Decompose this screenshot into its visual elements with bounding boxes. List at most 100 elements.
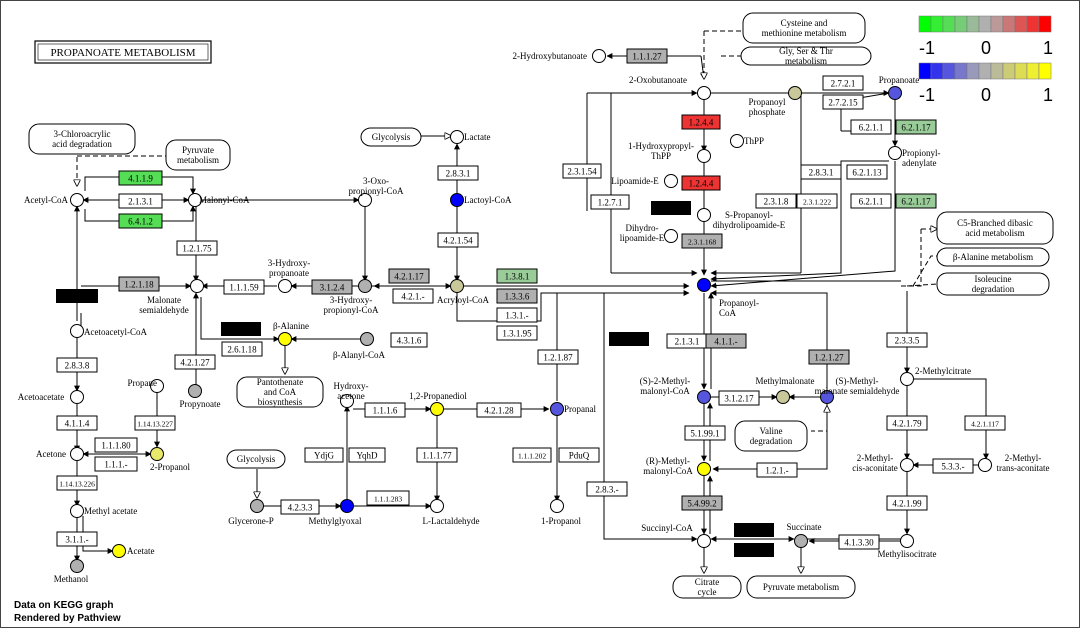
compound-node[interactable] (250, 499, 264, 513)
compound-node[interactable] (730, 134, 744, 148)
compound-node[interactable] (820, 390, 834, 404)
unmapped-enzyme-box[interactable] (221, 322, 261, 336)
enzyme-box[interactable] (681, 495, 723, 511)
compound-node[interactable] (697, 208, 711, 222)
enzyme-box[interactable] (94, 437, 138, 453)
pathway-link-box[interactable] (742, 12, 866, 44)
enzyme-box[interactable] (800, 164, 842, 180)
enzyme-box[interactable] (626, 48, 668, 64)
enzyme-box[interactable] (56, 531, 98, 547)
pathway-link-box[interactable] (936, 272, 1050, 296)
enzyme-box[interactable] (366, 490, 410, 506)
compound-node[interactable] (358, 193, 372, 207)
enzyme-box[interactable] (437, 165, 479, 181)
enzyme-box[interactable] (846, 164, 888, 180)
enzyme-box[interactable] (56, 415, 98, 431)
enzyme-box[interactable] (850, 193, 892, 209)
compound-node[interactable] (188, 193, 202, 207)
compound-node[interactable] (900, 372, 914, 386)
compound-node[interactable] (70, 559, 84, 573)
pathway-link-box[interactable] (165, 139, 231, 171)
compound-node[interactable] (70, 193, 84, 207)
enzyme-box[interactable] (118, 213, 163, 229)
enzyme-box[interactable] (280, 499, 320, 515)
enzyme-box[interactable] (496, 307, 538, 323)
enzyme-box[interactable] (822, 94, 864, 110)
enzyme-box[interactable] (134, 415, 176, 431)
compound-node[interactable] (794, 534, 808, 548)
enzyme-box[interactable] (348, 447, 386, 463)
compound-node[interactable] (592, 49, 606, 63)
compound-node[interactable] (70, 324, 84, 338)
enzyme-box[interactable] (586, 481, 628, 497)
enzyme-box[interactable] (118, 276, 160, 292)
enzyme-box[interactable] (304, 447, 344, 463)
enzyme-box[interactable] (822, 75, 864, 91)
compound-node[interactable] (430, 402, 444, 416)
pathway-link-box[interactable] (360, 127, 422, 147)
pathway-link-box[interactable] (236, 376, 324, 408)
compound-node[interactable] (664, 229, 678, 243)
enzyme-box[interactable] (562, 163, 602, 179)
enzyme-box[interactable] (496, 268, 538, 284)
compound-node[interactable] (978, 458, 992, 472)
compound-node[interactable] (340, 394, 354, 408)
compound-node[interactable] (278, 332, 292, 346)
unmapped-enzyme-box[interactable] (734, 523, 774, 537)
enzyme-box[interactable] (496, 325, 538, 341)
enzyme-box[interactable] (850, 119, 892, 135)
compound-node[interactable] (697, 278, 711, 292)
unmapped-enzyme-box[interactable] (56, 289, 98, 303)
compound-node[interactable] (112, 544, 126, 558)
compound-node[interactable] (900, 458, 914, 472)
compound-node[interactable] (358, 279, 372, 293)
pathway-link-box[interactable] (936, 211, 1054, 245)
compound-node[interactable] (900, 534, 914, 548)
enzyme-box[interactable] (537, 349, 579, 365)
compound-node[interactable] (697, 390, 711, 404)
enzyme-box[interactable] (558, 447, 600, 463)
compound-node[interactable] (550, 499, 564, 513)
compound-node[interactable] (70, 390, 84, 404)
enzyme-box[interactable] (174, 354, 216, 370)
compound-node[interactable] (340, 499, 354, 513)
compound-node[interactable] (450, 279, 464, 293)
enzyme-box[interactable] (476, 402, 522, 418)
pathway-link-box[interactable] (746, 575, 856, 599)
compound-node[interactable] (550, 402, 564, 416)
enzyme-box[interactable] (886, 332, 928, 348)
enzyme-box[interactable] (416, 447, 458, 463)
compound-node[interactable] (188, 384, 202, 398)
compound-node[interactable] (150, 379, 164, 393)
pathway-link-box[interactable] (936, 247, 1050, 267)
enzyme-box[interactable] (118, 170, 163, 186)
enzyme-box[interactable] (221, 341, 263, 357)
enzyme-box[interactable] (681, 114, 721, 130)
compound-node[interactable] (360, 332, 374, 346)
enzyme-box[interactable] (964, 415, 1006, 431)
compound-node[interactable] (450, 193, 464, 207)
compound-node[interactable] (278, 279, 292, 293)
compound-node[interactable] (450, 130, 464, 144)
pathway-link-box[interactable] (734, 420, 808, 452)
enzyme-box[interactable] (311, 279, 353, 295)
enzyme-box[interactable] (56, 357, 98, 373)
enzyme-box[interactable] (932, 458, 974, 474)
enzyme-box[interactable] (496, 288, 538, 304)
enzyme-box[interactable] (437, 232, 479, 248)
enzyme-box[interactable] (838, 534, 880, 550)
compound-node[interactable] (664, 174, 678, 188)
unmapped-enzyme-box[interactable] (609, 332, 649, 346)
enzyme-box[interactable] (56, 475, 98, 491)
enzyme-box[interactable] (705, 333, 747, 349)
enzyme-box[interactable] (796, 193, 838, 209)
pathway-link-box[interactable] (672, 575, 742, 599)
compound-node[interactable] (70, 447, 84, 461)
enzyme-box[interactable] (681, 233, 723, 249)
compound-node[interactable] (150, 447, 164, 461)
enzyme-box[interactable] (681, 175, 721, 191)
unmapped-enzyme-box[interactable] (651, 201, 691, 215)
pathway-link-box[interactable] (28, 123, 136, 155)
compound-node[interactable] (788, 86, 802, 100)
compound-node[interactable] (697, 86, 711, 100)
